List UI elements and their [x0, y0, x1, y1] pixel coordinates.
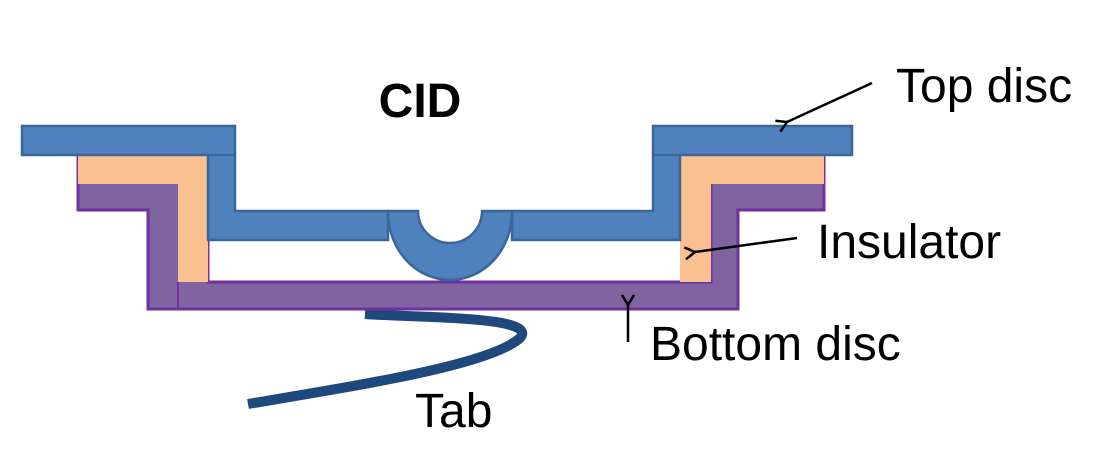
insulator-left — [78, 155, 208, 282]
top-disc-dimple — [386, 209, 514, 282]
insulator-arrow — [695, 236, 798, 252]
top-disc-right — [510, 124, 854, 242]
tab-lead — [247, 309, 528, 409]
top-disc-arrow — [787, 81, 873, 122]
diagram-title: CID — [379, 75, 462, 128]
label-tab: Tab — [415, 385, 492, 438]
label-bottom-disc: Bottom disc — [650, 318, 901, 371]
label-top-disc: Top disc — [896, 60, 1072, 113]
insulator-right — [680, 155, 824, 282]
label-insulator: Insulator — [817, 216, 1001, 269]
